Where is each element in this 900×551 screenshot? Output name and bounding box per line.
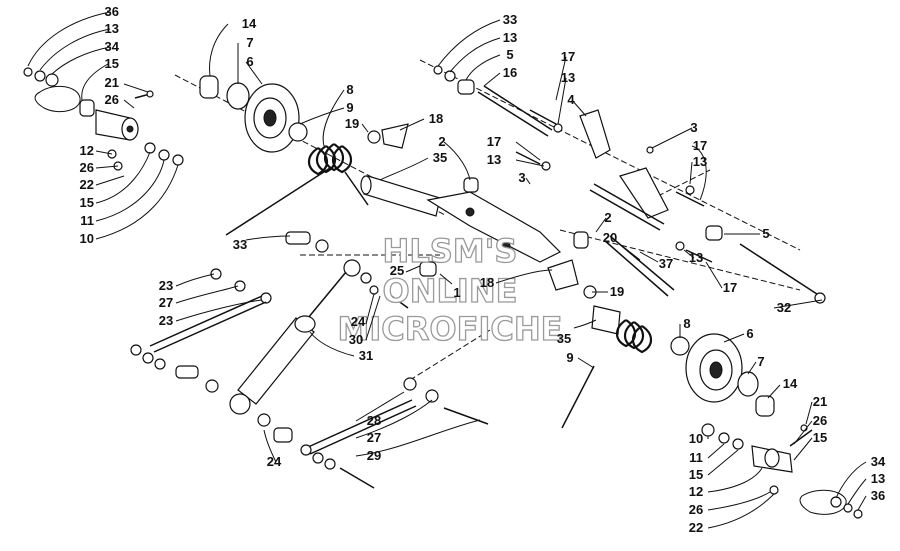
callout-label: 27 (159, 295, 173, 310)
callout-label: 26 (105, 92, 119, 107)
upper-left-wheel (199, 75, 308, 153)
callout-label: 13 (871, 471, 885, 486)
callout-label: 15 (813, 430, 827, 445)
callout-label: 26 (813, 413, 827, 428)
callout-label: 16 (503, 65, 517, 80)
callout-label: 10 (689, 431, 703, 446)
callout-label: 6 (246, 54, 253, 69)
callout-label: 30 (349, 332, 363, 347)
callout-label: 27 (367, 430, 381, 445)
callout-label: 26 (80, 160, 94, 175)
callout-label: 33 (503, 12, 517, 27)
watermark: HLSM'S ONLINE MICROFICHE (337, 231, 563, 348)
callout-label: 19 (345, 116, 359, 131)
callout-label: 20 (603, 230, 617, 245)
callout-label: 37 (659, 256, 673, 271)
callout-label: 13 (105, 21, 119, 36)
lower-linkage (257, 377, 489, 489)
callout-label: 4 (567, 92, 575, 107)
callout-label: 36 (871, 488, 885, 503)
callout-label: 17 (693, 138, 707, 153)
watermark-line-3: MICROFICHE (338, 310, 563, 348)
callout-label: 12 (80, 143, 94, 158)
callout-label: 13 (689, 250, 703, 265)
callout-label: 24 (351, 314, 366, 329)
callout-label: 13 (503, 30, 517, 45)
callout-label: 35 (433, 150, 447, 165)
callout-label: 1 (453, 285, 460, 300)
callout-label: 8 (346, 82, 353, 97)
callout-label: 6 (746, 326, 753, 341)
watermark-line-2: ONLINE (383, 272, 518, 310)
callout-label: 17 (561, 49, 575, 64)
callout-label: 7 (757, 354, 764, 369)
callout-label: 22 (80, 177, 94, 192)
callout-label: 13 (693, 154, 707, 169)
callout-label: 22 (689, 520, 703, 535)
callout-label: 13 (487, 152, 501, 167)
callout-label: 35 (557, 331, 571, 346)
left-hub-assembly (23, 67, 184, 171)
callout-label: 19 (610, 284, 624, 299)
callout-label: 29 (367, 448, 381, 463)
callout-label: 33 (233, 237, 247, 252)
callout-label: 31 (359, 348, 373, 363)
callout-label: 32 (777, 300, 791, 315)
callout-label: 36 (105, 4, 119, 19)
callout-labels: 36 13 34 15 21 26 12 26 22 15 11 10 14 7… (80, 4, 886, 535)
callout-label: 5 (762, 226, 769, 241)
callout-label: 17 (487, 134, 501, 149)
left-linkage (130, 231, 329, 393)
callout-label: 9 (566, 350, 573, 365)
callout-label: 15 (689, 467, 703, 482)
callout-label: 5 (506, 47, 513, 62)
callout-label: 10 (80, 231, 94, 246)
callout-label: 9 (346, 100, 353, 115)
callout-label: 12 (689, 484, 703, 499)
cross-shaft (360, 123, 562, 263)
callout-label: 14 (242, 16, 257, 31)
callout-label: 26 (689, 502, 703, 517)
callout-label: 11 (689, 450, 703, 465)
upper-left-spring (225, 143, 369, 236)
callout-label: 21 (105, 75, 119, 90)
callout-label: 15 (80, 195, 94, 210)
upper-rails (433, 65, 826, 304)
callout-label: 24 (267, 454, 282, 469)
callout-label: 7 (246, 35, 253, 50)
callout-label: 2 (438, 134, 445, 149)
callout-label: 23 (159, 313, 173, 328)
callout-label: 18 (429, 111, 443, 126)
callout-label: 3 (690, 120, 697, 135)
callout-label: 25 (390, 263, 404, 278)
callout-label: 34 (871, 454, 886, 469)
callout-label: 8 (683, 316, 690, 331)
callout-label: 34 (105, 39, 120, 54)
callout-label: 13 (561, 70, 575, 85)
callout-label: 14 (783, 376, 798, 391)
callout-label: 23 (159, 278, 173, 293)
callout-label: 17 (723, 280, 737, 295)
lower-right-wheel (685, 333, 775, 417)
right-hub-assembly (701, 423, 863, 519)
leader-lines (27, 11, 867, 529)
callout-label: 28 (367, 413, 381, 428)
callout-label: 21 (813, 394, 827, 409)
callout-label: 3 (518, 170, 525, 185)
callout-label: 18 (480, 275, 494, 290)
callout-label: 2 (604, 210, 611, 225)
shock-absorber (229, 259, 437, 415)
watermark-line-1: HLSM'S (383, 232, 518, 270)
callout-label: 15 (105, 56, 119, 71)
callout-label: 11 (80, 213, 94, 228)
